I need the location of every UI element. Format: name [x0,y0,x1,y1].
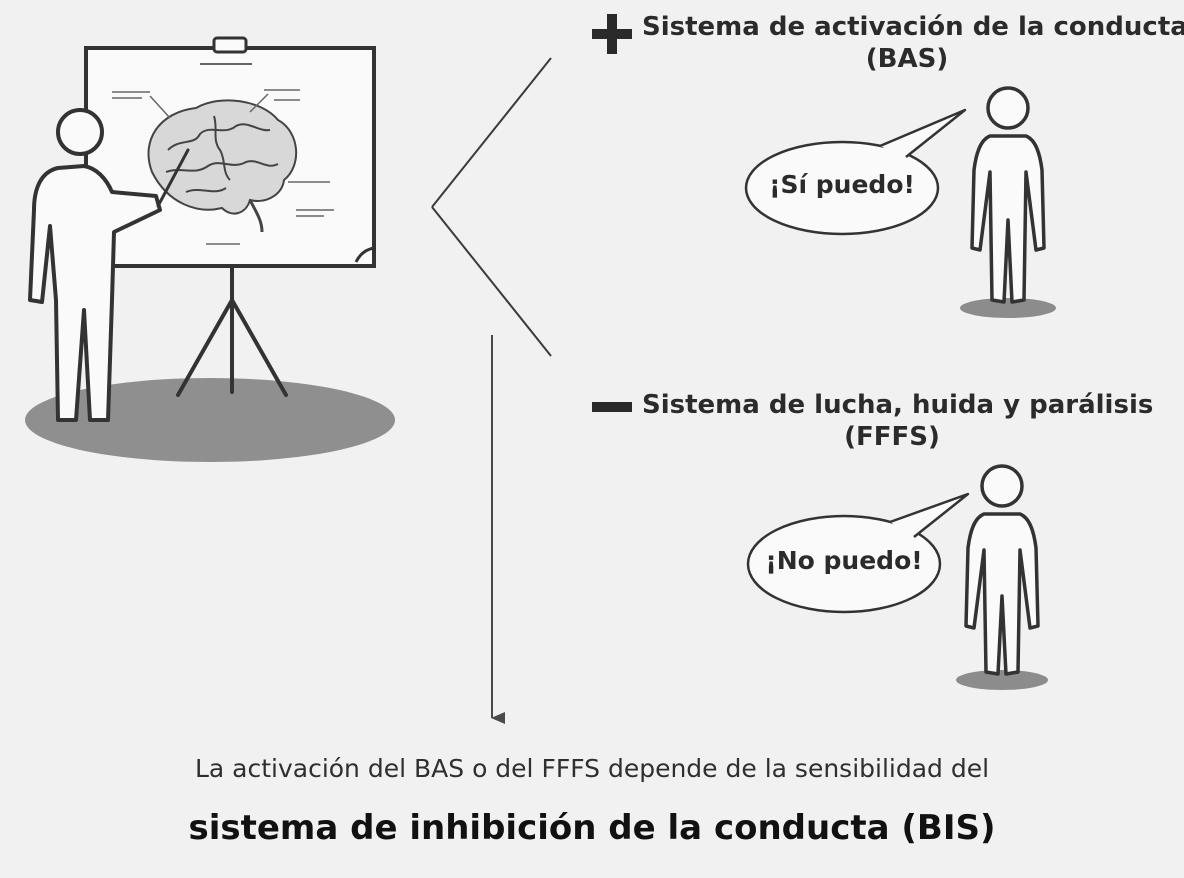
bas-speech-text: ¡Sí puedo! [769,170,915,199]
footer-line-2: sistema de inhibición de la conducta (BI… [188,808,996,848]
fffs-title: Sistema de lucha, huida y parálisis [642,390,1154,420]
bas-figure [960,86,1056,318]
presenter-shadow [25,378,395,462]
branch-lines [431,57,552,357]
fffs-speech-text: ¡No puedo! [765,546,923,575]
fffs-abbreviation: (FFFS) [844,422,940,452]
presenter-figure [28,108,190,422]
bas-title: Sistema de activación de la conducta [642,12,1184,42]
minus-icon [592,402,632,412]
easel-stand [176,260,288,397]
board-annotations [112,63,334,245]
fffs-speech-bubble [746,492,970,614]
brain-illustration [147,99,298,233]
plus-icon-vertical [607,14,617,54]
bas-abbreviation: (BAS) [865,44,949,74]
fffs-figure [956,464,1048,690]
footer-line-1: La activación del BAS o del FFFS depende… [194,754,990,783]
bas-speech-bubble [744,108,967,236]
